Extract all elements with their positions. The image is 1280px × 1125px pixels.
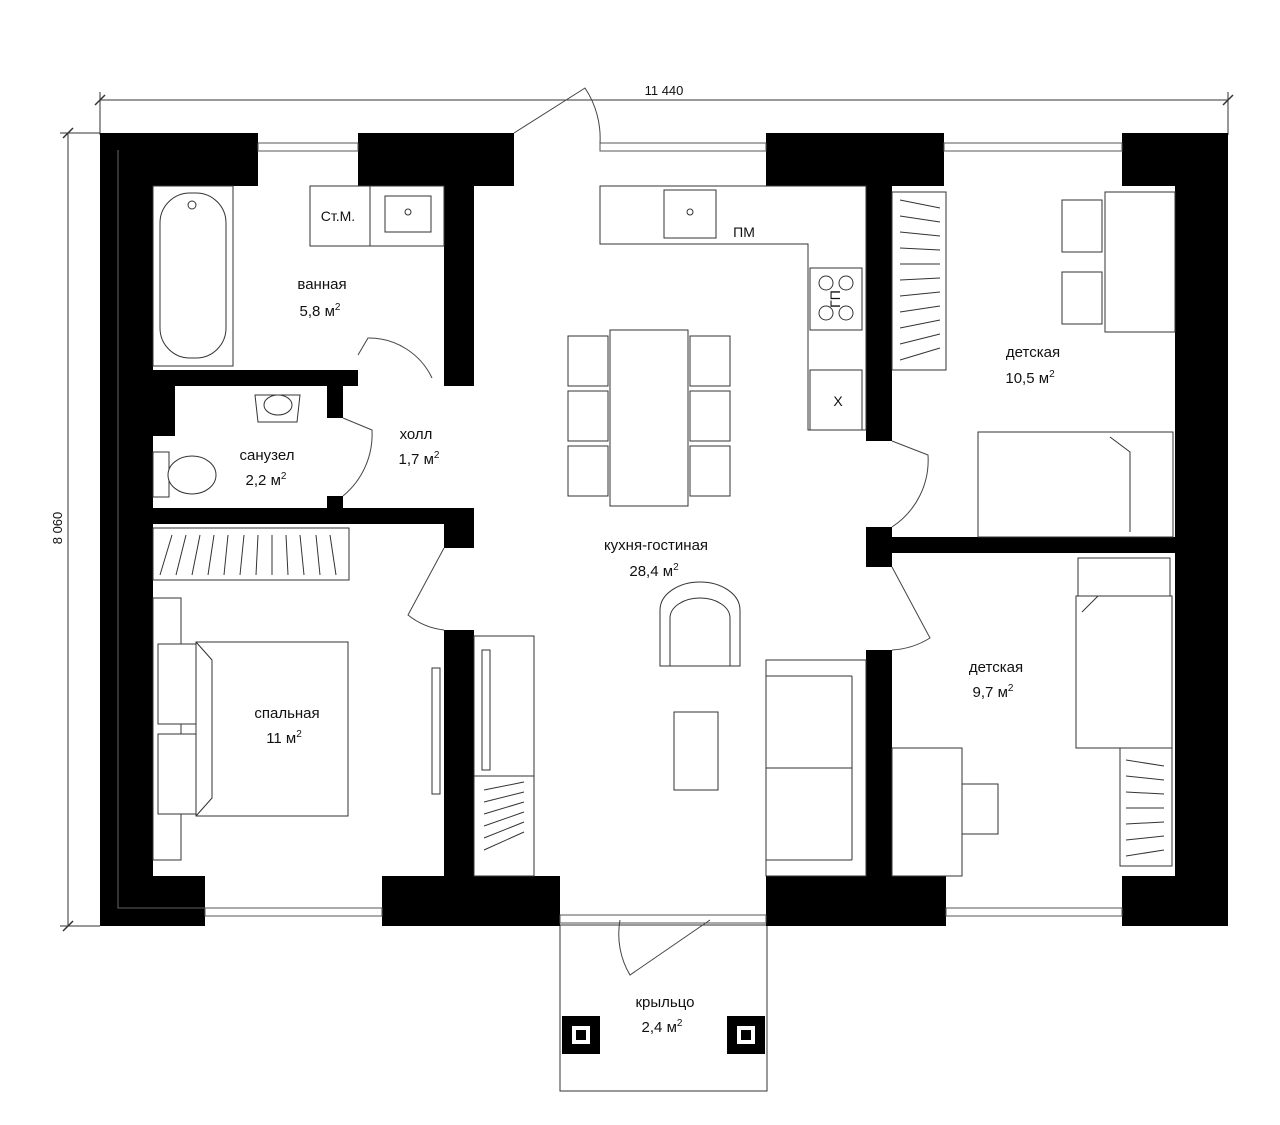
- porch-column-left: [562, 1016, 600, 1054]
- washer: [309, 185, 371, 247]
- living-name: кухня-гостиная: [604, 537, 708, 554]
- height-dimension-text: 8 060: [50, 512, 65, 545]
- armchair: [659, 581, 741, 667]
- kids2-bed: [1075, 595, 1173, 749]
- stove: [809, 267, 863, 331]
- toilet: [167, 455, 217, 495]
- bath-sink: [384, 195, 432, 233]
- bathroom-area: 5,8 м2: [300, 302, 341, 320]
- kids2-wardrobe: [1119, 747, 1173, 867]
- porch-column-right: [727, 1016, 765, 1054]
- kids2-name: детская: [969, 659, 1023, 676]
- wc-furniture: [152, 394, 301, 498]
- wc-name: санузел: [240, 447, 295, 464]
- hall-area: 1,7 м2: [399, 450, 440, 468]
- bathtub-inner: [159, 192, 227, 359]
- room-labels: ванная 5,8 м2 санузел 2,2 м2 холл 1,7 м2…: [240, 276, 1061, 1036]
- wc-sink: [254, 394, 301, 423]
- kids2-furniture: [891, 557, 1173, 877]
- kids2-chair: [961, 783, 999, 835]
- nightstand-bottom: [157, 733, 199, 815]
- bedroom-name: спальная: [254, 705, 319, 722]
- kitchen-furniture: [473, 185, 867, 877]
- toilet-tank: [152, 451, 170, 498]
- width-dimension-text: 11 440: [645, 83, 684, 98]
- porch: [559, 924, 768, 1092]
- bed: [195, 641, 349, 817]
- washer-label: Ст.М.: [321, 208, 355, 224]
- kids2-shelf: [1077, 557, 1171, 599]
- kids1-area: 10,5 м2: [1005, 369, 1055, 387]
- bathroom-name: ванная: [297, 276, 346, 293]
- appliance-labels: Ст.М. ПМ ГП Х: [321, 208, 844, 409]
- coffee-table: [673, 711, 719, 791]
- windows: [204, 142, 1123, 924]
- nightstand-top: [157, 643, 199, 725]
- stove-label: ГП: [827, 290, 843, 308]
- porch-name: крыльцо: [635, 994, 694, 1011]
- bathroom-furniture: [152, 185, 445, 367]
- bedroom-furniture: [152, 527, 491, 861]
- porch-area: 2,4 м2: [642, 1018, 683, 1036]
- kitchen-sink: [663, 189, 717, 239]
- fridge: [809, 369, 863, 431]
- wc-area: 2,2 м2: [246, 471, 287, 489]
- doors: [342, 87, 931, 976]
- bedside: [152, 597, 182, 861]
- kids1-desk: [1104, 191, 1176, 333]
- interior-walls: [153, 186, 1175, 876]
- bedroom-area: 11 м2: [266, 729, 302, 747]
- dimension-width: 11 440: [94, 83, 1234, 135]
- dimension-height: 8 060: [50, 127, 100, 932]
- dining-table: [609, 329, 689, 507]
- living-area: 28,4 м2: [629, 562, 679, 580]
- kids1-name: детская: [1006, 344, 1060, 361]
- kids2-area: 9,7 м2: [973, 683, 1014, 701]
- hall-name: холл: [400, 426, 433, 443]
- kids1-bed: [977, 431, 1174, 538]
- kids2-desk: [891, 747, 963, 877]
- fridge-label: Х: [833, 393, 843, 409]
- outer-walls: [100, 133, 1228, 926]
- kids1-furniture: [891, 191, 1176, 538]
- dishwasher-label: ПМ: [733, 224, 755, 240]
